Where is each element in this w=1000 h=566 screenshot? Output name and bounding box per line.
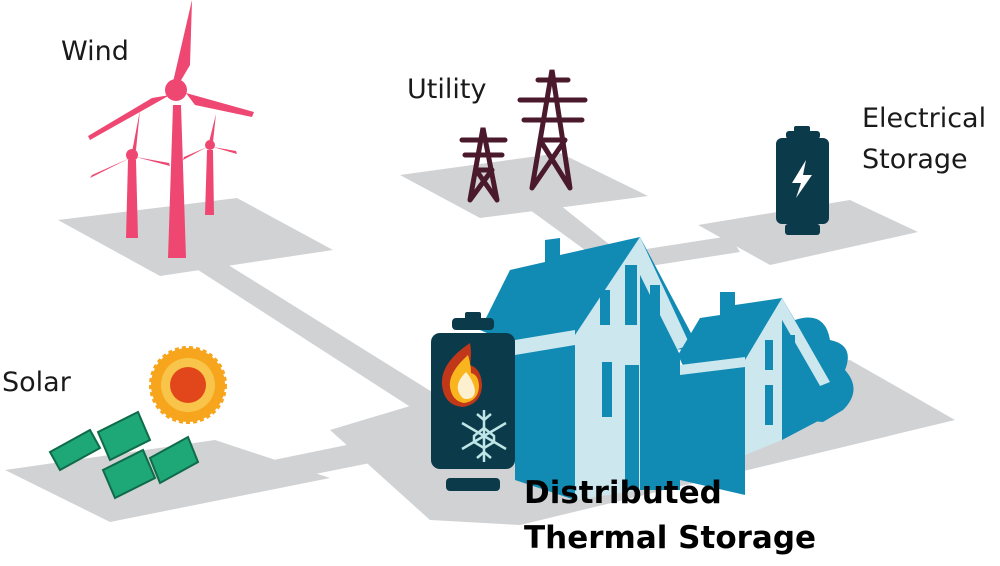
flame-icon [441,343,482,407]
lightning-icon [792,160,812,198]
snowflake-icon [461,410,507,462]
solar-platform [5,440,330,522]
electrical-storage-label-line2: Storage [862,144,968,175]
thermal-tank-icon [431,312,515,491]
utility-label: Utility [407,74,487,105]
solar-panel-icon [48,410,200,500]
transmission-tower-icon [459,69,588,203]
storage-path [640,236,740,266]
electrical-storage-label-line1: Electrical [862,103,987,134]
utility-path [530,205,610,250]
house-icon [480,237,854,500]
wind-label: Wind [61,36,129,67]
sun-icon [149,346,227,424]
utility-platform [400,153,648,218]
wind-turbine-icon [88,0,254,258]
wind-platform [58,198,333,276]
thermal-storage-label-line1: Distributed [524,475,722,511]
solar-label: Solar [2,367,71,398]
thermal-storage-label-line2: Thermal Storage [524,520,817,556]
wind-path [195,263,445,408]
battery-icon [776,126,829,235]
